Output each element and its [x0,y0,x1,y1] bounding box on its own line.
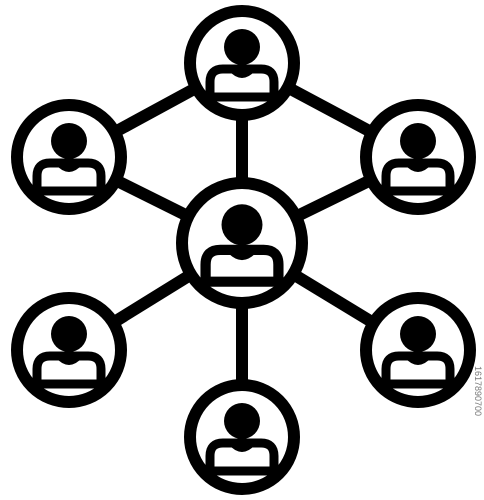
user-avatar-icon [200,204,284,287]
avatar-body [381,158,455,196]
user-avatar-icon [205,403,279,476]
avatar-collar [226,248,258,261]
avatar-head [51,316,87,352]
user-avatar-icon [205,29,279,102]
outer-node-3 [360,99,476,215]
avatar-collar [228,441,256,452]
avatar-head [400,316,436,352]
avatar-body [205,438,279,476]
avatar-body [381,351,455,389]
stock-id-watermark: 1617890700 [472,366,484,500]
user-avatar-icon [32,316,106,389]
avatar-collar [55,161,83,172]
user-avatar-icon [381,123,455,196]
avatar-head [221,204,263,246]
avatar-body [32,158,106,196]
avatar-body [205,64,279,102]
avatar-head [224,403,260,439]
avatar-head [51,123,87,159]
outer-node-1 [184,5,300,121]
user-avatar-icon [381,316,455,389]
outer-node-6 [184,379,300,495]
center-node [176,177,308,309]
user-avatar-icon [32,123,106,196]
outer-node-2 [11,99,127,215]
outer-node-5 [360,292,476,408]
avatar-head [400,123,436,159]
outer-node-4 [11,292,127,408]
avatar-collar [404,161,432,172]
avatar-body [200,244,284,287]
avatar-head [224,29,260,65]
avatar-collar [228,67,256,78]
avatar-collar [404,354,432,365]
watermark-text: 1617890700 [473,366,483,417]
avatar-collar [55,354,83,365]
avatar-body [32,351,106,389]
